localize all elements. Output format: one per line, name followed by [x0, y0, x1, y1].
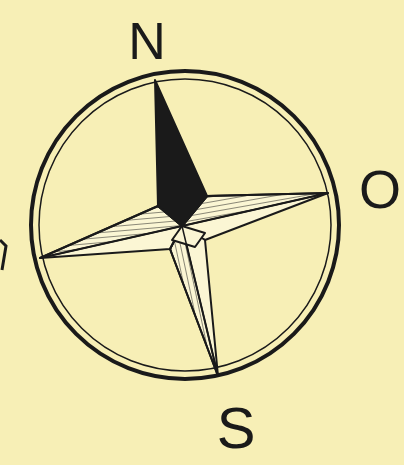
west-arm-hatch: [40, 206, 182, 258]
inner-ring: [39, 79, 331, 371]
compass-letter: O: [359, 162, 401, 216]
letter-fragment: [0, 240, 6, 270]
ridge-line: [182, 193, 328, 226]
compass-letter: S: [217, 399, 256, 457]
south-arm: [170, 226, 218, 376]
compass-letter: N: [128, 15, 166, 67]
centre-square: [172, 226, 205, 247]
south-arm-hatch: [170, 226, 218, 376]
outer-ring: [31, 71, 339, 379]
west-arm: [40, 206, 182, 258]
north-arm: [155, 80, 207, 226]
ridge-line: [182, 226, 218, 376]
ridge-line: [40, 226, 182, 258]
